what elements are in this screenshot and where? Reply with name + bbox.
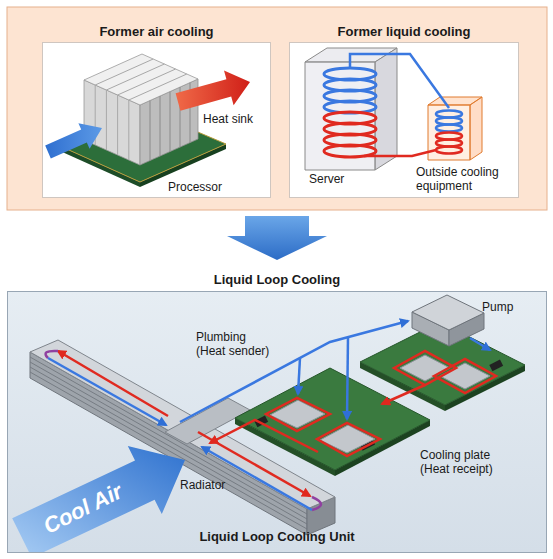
section-box: Former air cooling — [42, 22, 271, 198]
caption: Liquid Loop Cooling Unit — [7, 529, 547, 545]
part-label: Heat sink — [203, 112, 273, 126]
part-label: Pump — [482, 300, 532, 314]
part-label: Processor — [168, 180, 248, 194]
transition-arrow — [227, 216, 327, 260]
section-heading: Liquid Loop Cooling — [7, 268, 547, 291]
part-label: Server — [309, 172, 369, 186]
section-heading: Former air cooling — [42, 22, 271, 42]
part-label: Outside cooling equipment — [416, 165, 511, 193]
part-label: Radiator — [180, 478, 250, 492]
part-label: Cooling plate (Heat receipt) — [420, 448, 500, 476]
former-panel — [7, 7, 547, 210]
section-heading: Former liquid cooling — [289, 22, 519, 42]
part-label: Plumbing (Heat sender) — [196, 330, 274, 358]
